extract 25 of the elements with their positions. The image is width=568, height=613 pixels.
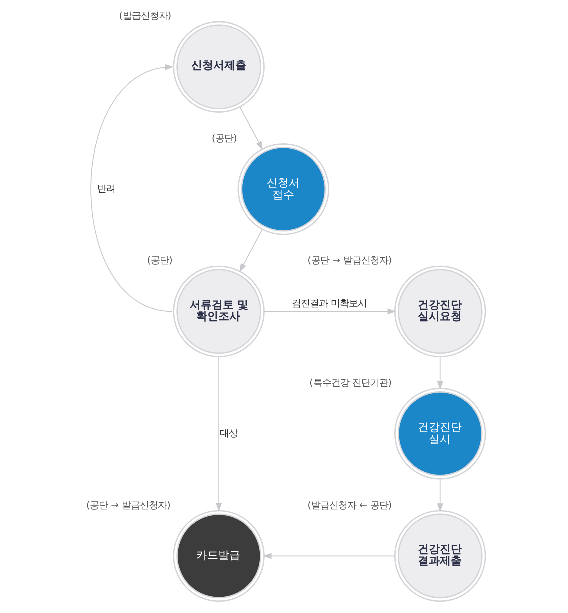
node-label: (공단 → 발급신청자) (307, 256, 392, 267)
arrow (90, 64, 174, 312)
arrow (436, 356, 443, 390)
node-label: (발급신청자 ← 공단) (307, 500, 392, 512)
edge-label: 대상 (219, 428, 238, 440)
node-label: (공단) (211, 133, 237, 144)
arrow (239, 229, 262, 272)
edge-label: 검진결과 미확보시 (292, 298, 367, 310)
edge-label: 반려 (97, 184, 116, 195)
node-label: (공단) (146, 256, 172, 267)
arrow (262, 553, 395, 560)
node-circle: 서류검토 및 확인조사 (172, 266, 264, 358)
node-label: (발급신청자) (118, 11, 172, 22)
arrow (436, 478, 443, 512)
node-circle: 건강진단 실시 (394, 388, 486, 480)
node-circle: 건강진단 결과제출 (394, 510, 486, 602)
node-circle: 신청서 접수 (237, 144, 329, 236)
arrow (216, 356, 222, 512)
node-label: (공단 → 발급신청자) (86, 500, 170, 512)
node-circle: 카드발급 (172, 510, 264, 602)
node-circle: 신청서제출 (172, 21, 264, 113)
arrow (239, 107, 263, 150)
node-circle: 건강진단 실시요청 (394, 266, 486, 358)
node-label: (특수건강 진단기관) (309, 378, 392, 389)
arrow (263, 308, 396, 315)
